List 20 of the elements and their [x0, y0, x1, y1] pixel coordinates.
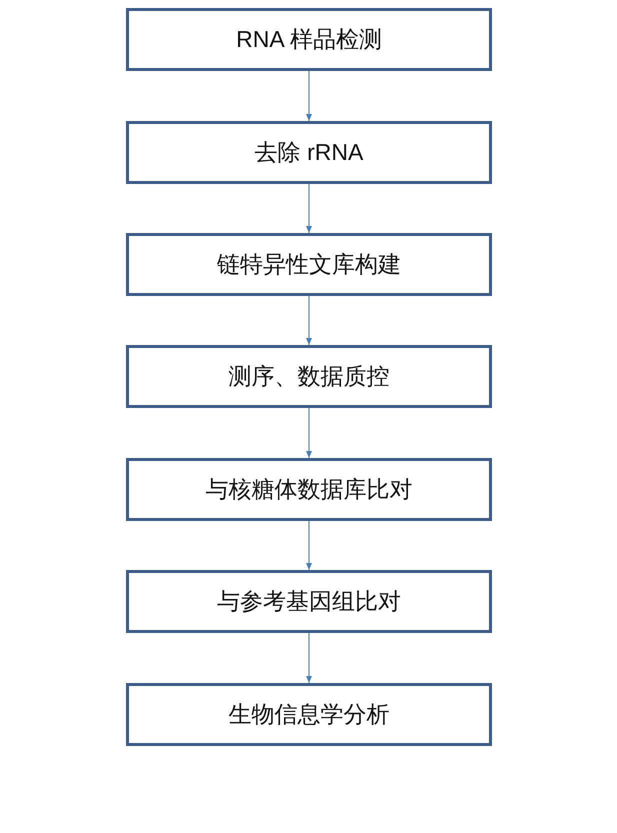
process-box	[126, 233, 492, 296]
arrow	[306, 70, 312, 122]
process-box	[126, 345, 492, 408]
process-box	[126, 121, 492, 184]
arrow	[306, 408, 312, 458]
step-label: 与核糖体数据库比对	[206, 476, 412, 504]
process-box	[126, 458, 492, 521]
arrow	[306, 184, 312, 234]
arrow	[306, 296, 312, 346]
step-label: 生物信息学分析	[228, 700, 390, 728]
step-label: 去除 rRNA	[254, 138, 364, 166]
process-box	[126, 683, 492, 746]
step-label: 测序、数据质控	[228, 362, 390, 390]
arrow	[306, 632, 312, 684]
arrow	[306, 520, 312, 570]
step-label: 链特异性文库构建	[217, 250, 401, 278]
process-box	[126, 8, 492, 71]
step-label: 与参考基因组比对	[217, 588, 401, 616]
step-label: RNA 样品检测	[236, 26, 382, 54]
process-box	[126, 570, 492, 633]
